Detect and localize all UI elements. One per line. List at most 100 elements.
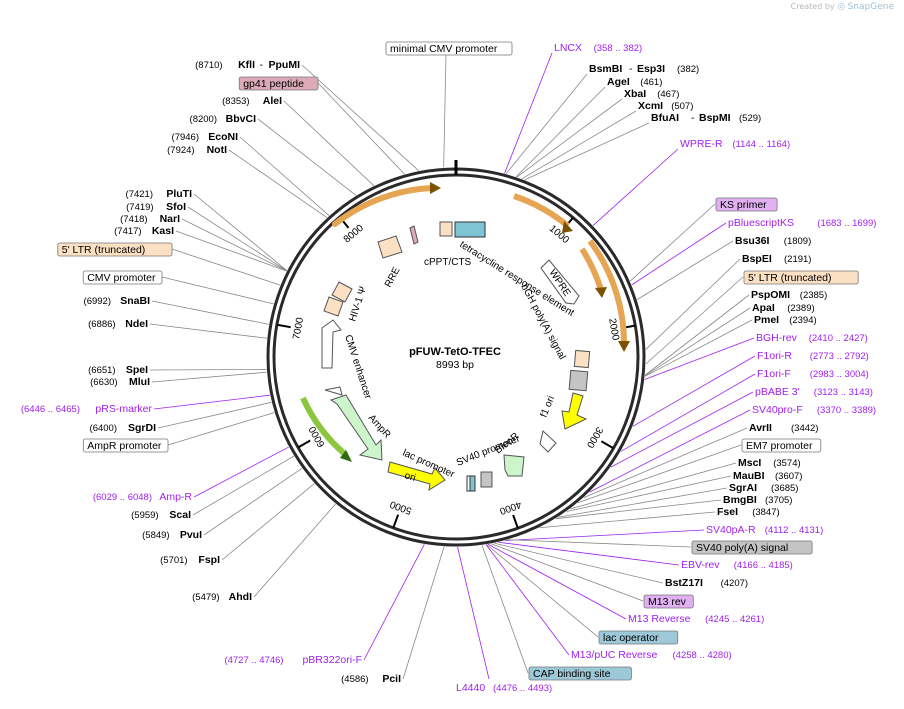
site-position: (5701) [160,555,187,566]
feature-label: gp41 peptide [243,78,304,90]
site-position: (382) [677,64,699,75]
leader-line [557,487,728,518]
site-position: (5479) [192,592,219,603]
tick-label: 3000 [584,425,605,450]
leader-line [487,543,627,620]
site-position: (7419) [126,202,153,213]
leader-line [636,240,734,300]
primer-range: (4727 .. 4746) [224,655,283,666]
feature-label-box [385,41,513,56]
feature-label: AmpR promoter [87,440,162,452]
feature-label-box [82,270,163,285]
primer-range: (4245 .. 4261) [705,614,764,625]
snapgene-watermark: Created by ◎ SnapGene [791,2,894,12]
feature-label-box [691,540,813,555]
enzyme-label: NdeI [125,318,148,330]
feat-label-cppt: cPPT/CTS [424,257,472,268]
leader-line [486,544,599,638]
primer-label: BGH-rev [756,332,798,344]
tick-label: 8000 [342,222,366,245]
tick-mark [392,514,400,529]
leader-line [228,149,328,218]
enzyme-label: BbvCI [226,113,256,125]
site-position: (6630) [90,377,117,388]
feat-label-f1ori: f1 ori [539,394,558,419]
leader-line [192,455,295,516]
leader-line [157,401,272,429]
leader-line [632,355,756,427]
primer-label: M13/pUC Reverse [571,649,658,661]
feature-label-box [238,76,319,91]
em7-box [480,471,493,488]
feat-label-cmv-enh: CMV enhancer [342,334,373,401]
rre-box [377,235,403,259]
leader-line [555,499,722,520]
enzyme-label: SfoI [166,201,186,213]
primer-label: SV40pA-R [706,524,756,536]
orange-feature-arrowhead-1 [430,182,441,194]
primer-label: M13 Reverse [628,613,691,625]
leader-line [589,409,751,493]
leader-line [402,546,445,680]
separator-dash: - [629,63,633,75]
tick-label: 7000 [291,316,306,340]
leader-line [539,511,716,529]
enzyme-label: MscI [738,457,761,469]
primer-range: (4112 .. 4131) [765,525,823,536]
psi-box-1 [331,281,353,303]
green-feature-arc [300,396,348,458]
watermark-brand: SnapGene [847,2,894,12]
site-position: (8353) [222,96,249,107]
primer-range: (3370 .. 3389) [817,405,876,416]
feat-label-ori: ori [403,470,417,484]
enzyme-label: XbaI [624,88,646,100]
enzyme-label: AvrII [749,422,772,434]
tick-label: 5000 [388,498,413,516]
feature-label-box [528,666,632,681]
primer-label: Amp-R [159,491,192,503]
leader-line [644,337,755,380]
primer-label: L4440 [456,682,485,694]
enzyme-label: SpeI [126,364,148,376]
enzyme-label: PciI [382,673,401,685]
primer-label: LNCX [554,42,582,54]
enzyme-label: PvuI [180,529,202,541]
leader-line [645,258,741,350]
orange-feature-arc-4 [587,239,627,343]
enzyme-label: KasI [152,225,174,237]
feature-label: CMV promoter [87,272,156,284]
leader-line [253,503,336,598]
leader-line [494,542,664,584]
leader-line [175,230,287,272]
site-position: (2389) [787,303,814,314]
cppt-box [439,221,453,237]
bleor-arrow [503,454,525,477]
primer-range: (6446 .. 6465) [21,404,80,415]
enzyme-label: AgeI [607,76,630,88]
feature-label-box [643,594,694,609]
tick-mark [512,514,519,529]
primer-range: (358 .. 382) [594,43,643,54]
primer-label: F1ori-R [757,350,792,362]
gag-pink [409,225,419,245]
psi-box-2 [323,296,344,317]
leader-line [221,483,315,561]
site-position: (507) [671,101,693,112]
leader-line [283,100,375,186]
enzyme-label: BsmBI [589,63,622,75]
site-position: (3685) [771,483,798,494]
leader-line [301,64,419,171]
site-position: (5959) [131,510,158,521]
enzyme-label: Bsu36I [735,235,770,247]
feature-label-box [57,242,173,257]
leader-line [521,110,637,180]
feature-label-box [82,438,169,453]
primer-range: (4258 .. 4280) [673,650,732,661]
leader-line [153,394,270,410]
feature-label-box [715,197,778,212]
enzyme-label: BmgBI [723,494,757,506]
enzyme-label: AleI [263,95,282,107]
site-position: (1809) [784,236,811,247]
site-position: (7417) [114,226,141,237]
